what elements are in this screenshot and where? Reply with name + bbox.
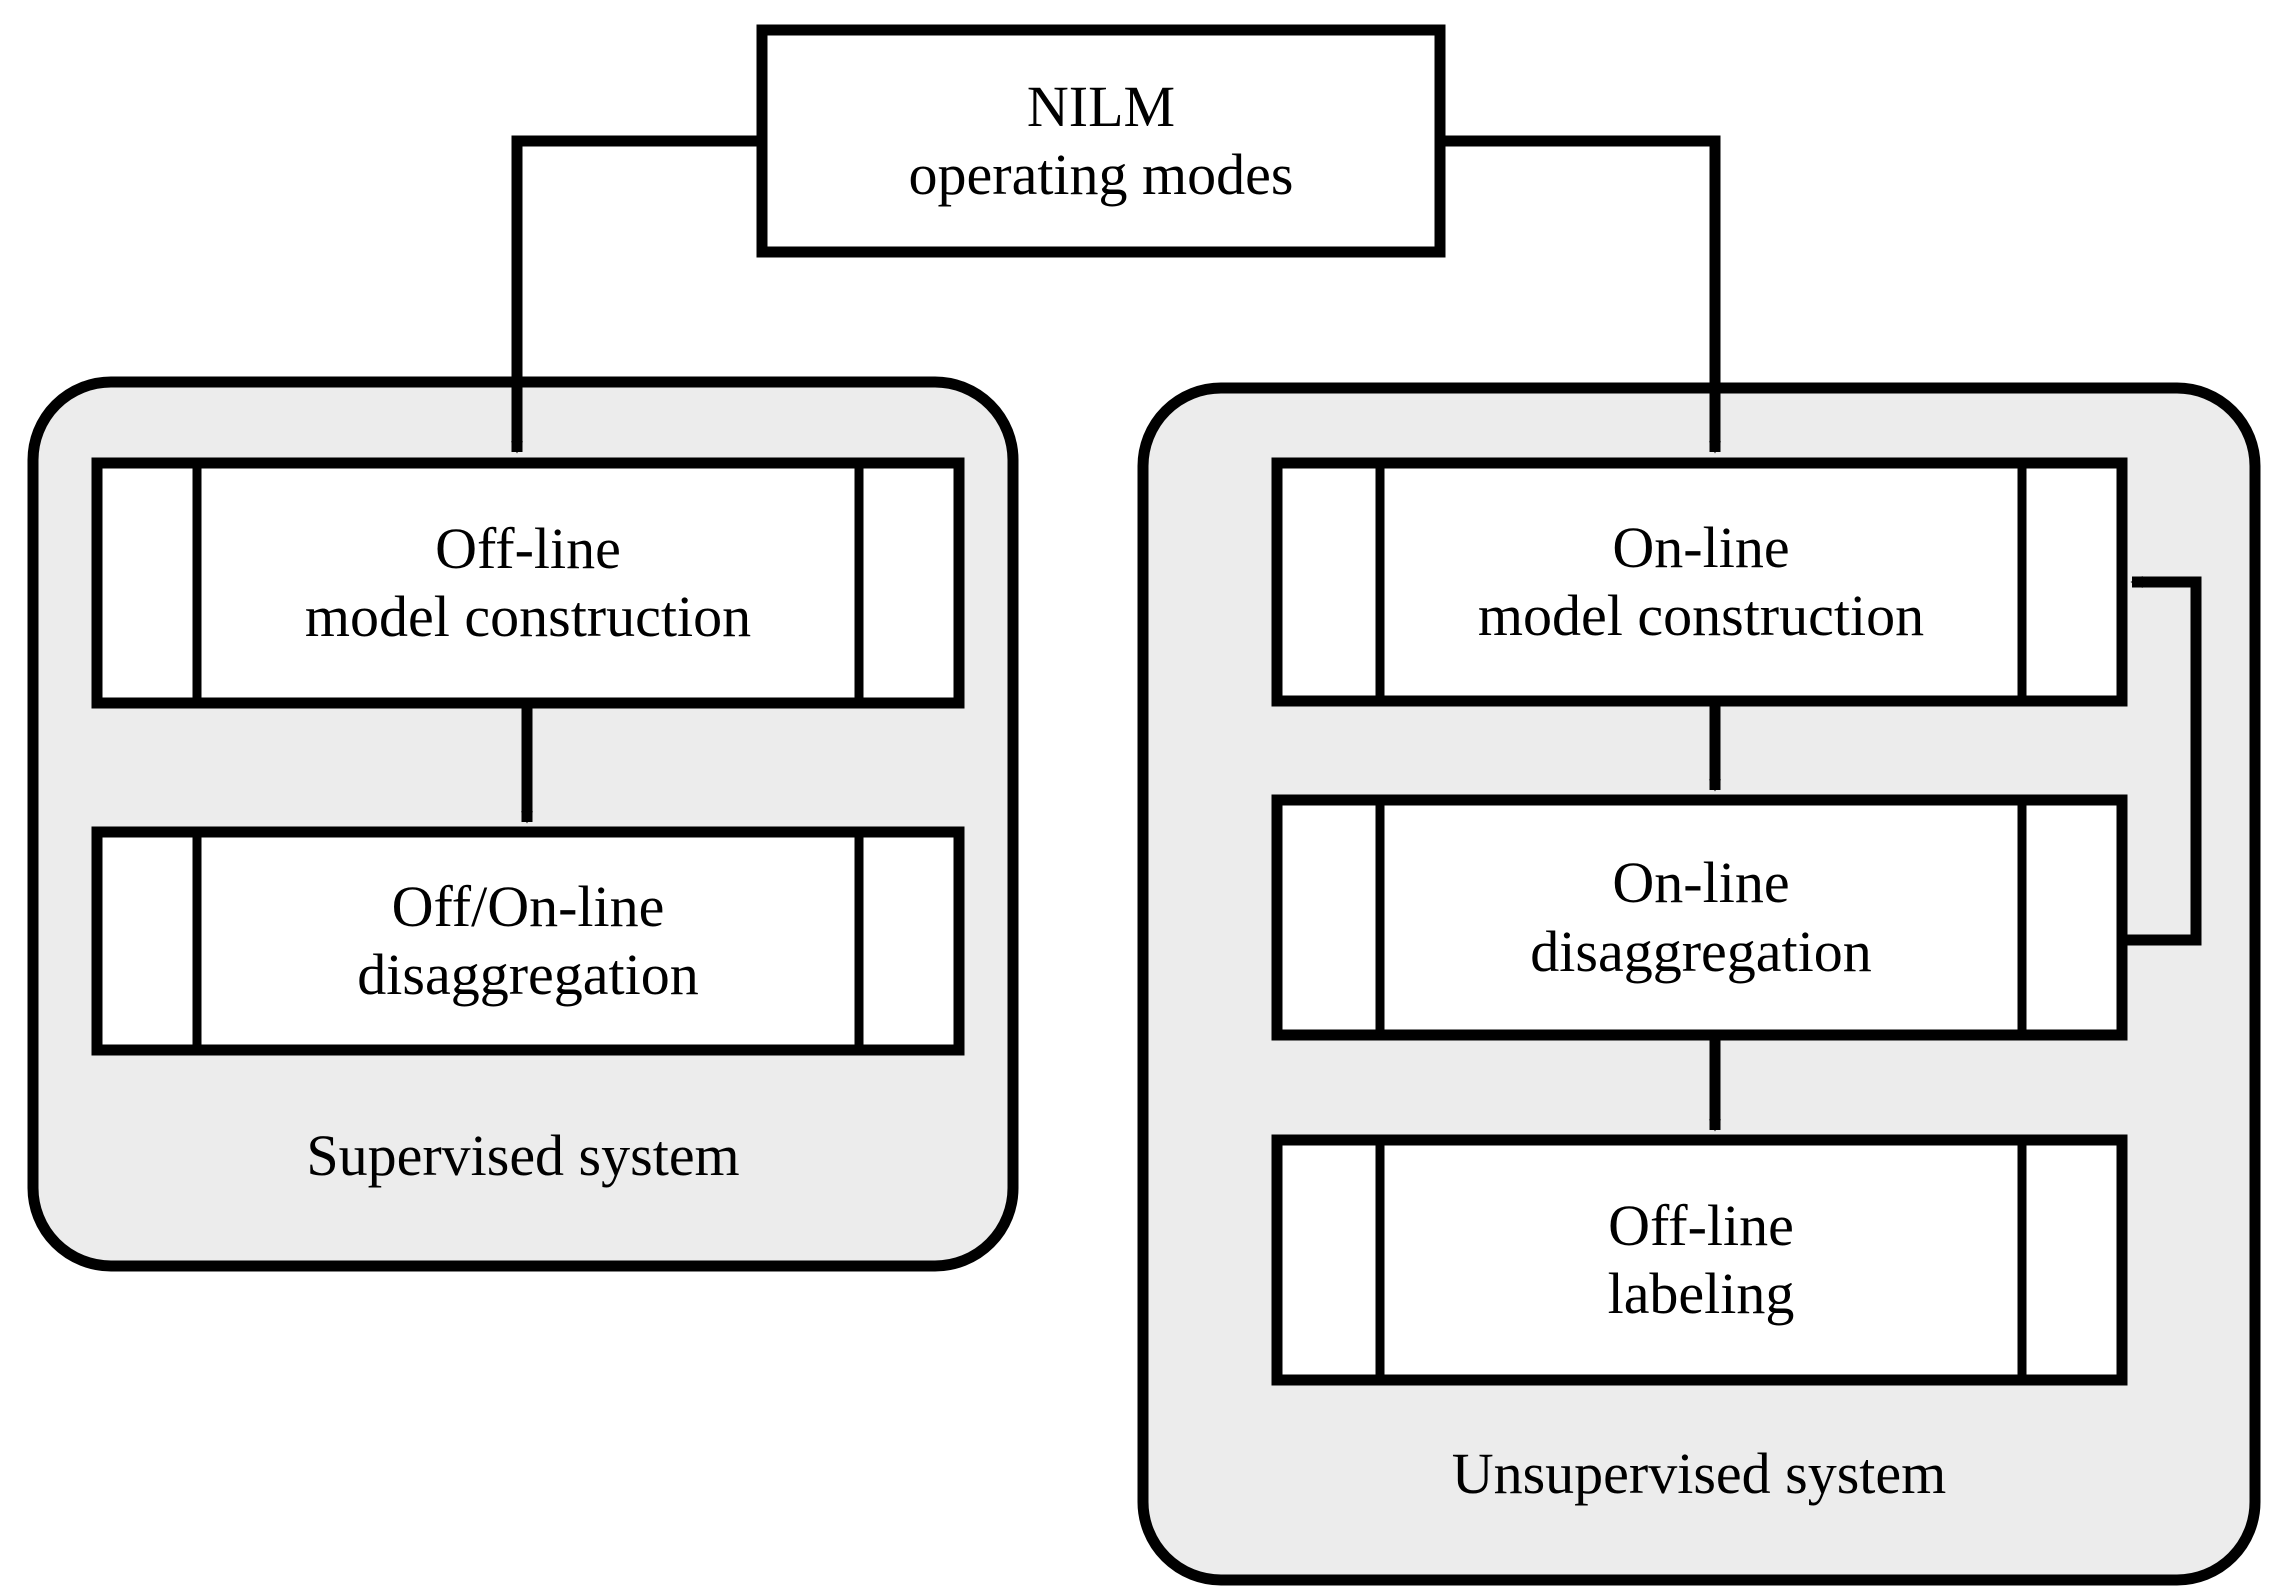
step-offline-labeling-label: Off-line labeling (1380, 1140, 2022, 1380)
step-label-line-2: model construction (304, 584, 752, 649)
connector-nilm-to-unsupervised (1440, 135, 1721, 454)
step-label-line-1: Off/On-line (391, 873, 665, 939)
step-label-line-1: Off-line (1608, 1192, 1794, 1258)
step-label-line-2: disaggregation (357, 942, 699, 1007)
nilm-title-line-2: operating modes (908, 142, 1294, 207)
step-label-line-1: Off-line (435, 515, 621, 581)
step-label-line-2: model construction (1477, 583, 1925, 648)
step-off-on-line-disaggregation (91, 826, 965, 1056)
step-online-model-construction-label: On-line model construction (1380, 463, 2022, 701)
step-label-line-1: On-line (1612, 514, 1790, 580)
panel-label-supervised: Supervised system (306, 1123, 740, 1188)
panel-label-unsupervised: Unsupervised system (1451, 1441, 1947, 1506)
connector-unsup-feedback-loop (2122, 576, 2202, 946)
step-label-line-2: labeling (1607, 1261, 1795, 1326)
step-online-disaggregation-label: On-line disaggregation (1380, 800, 2022, 1035)
step-label-line-1: On-line (1612, 850, 1790, 916)
step-online-disaggregation (1271, 794, 2128, 1041)
step-offline-labeling (1271, 1134, 2128, 1386)
step-off-on-line-disaggregation-label: Off/On-line disaggregation (197, 832, 859, 1050)
nilm-title-line-1: NILM (1026, 73, 1176, 139)
step-label-line-2: disaggregation (1530, 918, 1872, 984)
connector-nilm-to-supervised (511, 135, 762, 454)
step-offline-model-construction-label: Off-line model construction (197, 463, 859, 703)
step-online-model-construction (1271, 457, 2128, 707)
node-nilm-operating-modes (756, 24, 1446, 258)
node-nilm-label: NILM operating modes (762, 30, 1440, 252)
